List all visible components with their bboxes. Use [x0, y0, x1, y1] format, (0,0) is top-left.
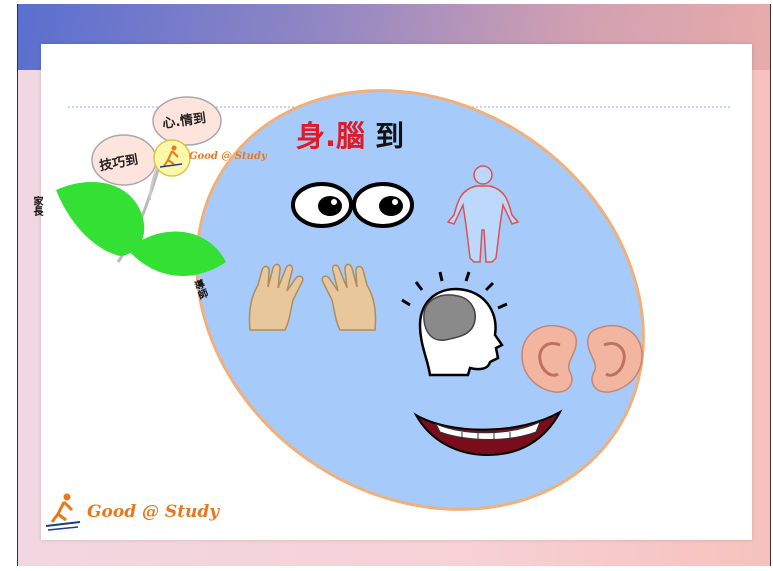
ears-icon	[521, 324, 643, 393]
hands-icon	[248, 263, 377, 331]
runner-logo-icon	[159, 145, 183, 168]
petal-top	[152, 96, 222, 146]
side-label-parents: 家長	[31, 196, 42, 216]
thinking-head-icon	[401, 271, 508, 377]
leaf-left	[56, 182, 145, 256]
title-arrive: 到	[365, 119, 405, 153]
title-brain: 腦	[336, 119, 366, 153]
flower-center	[153, 139, 191, 177]
human-body-icon	[446, 165, 520, 263]
footer-brand-label: Good @ Study	[87, 502, 220, 522]
leaf-right	[128, 231, 226, 276]
good-at-study-logo-icon	[45, 493, 81, 531]
smiling-mouth-icon	[413, 409, 563, 457]
flower-brand-label: Good @ Study	[189, 151, 267, 162]
title-body: 身.	[296, 119, 337, 153]
eyes-icon	[291, 182, 414, 228]
page-title: 身.腦 到	[296, 118, 404, 154]
